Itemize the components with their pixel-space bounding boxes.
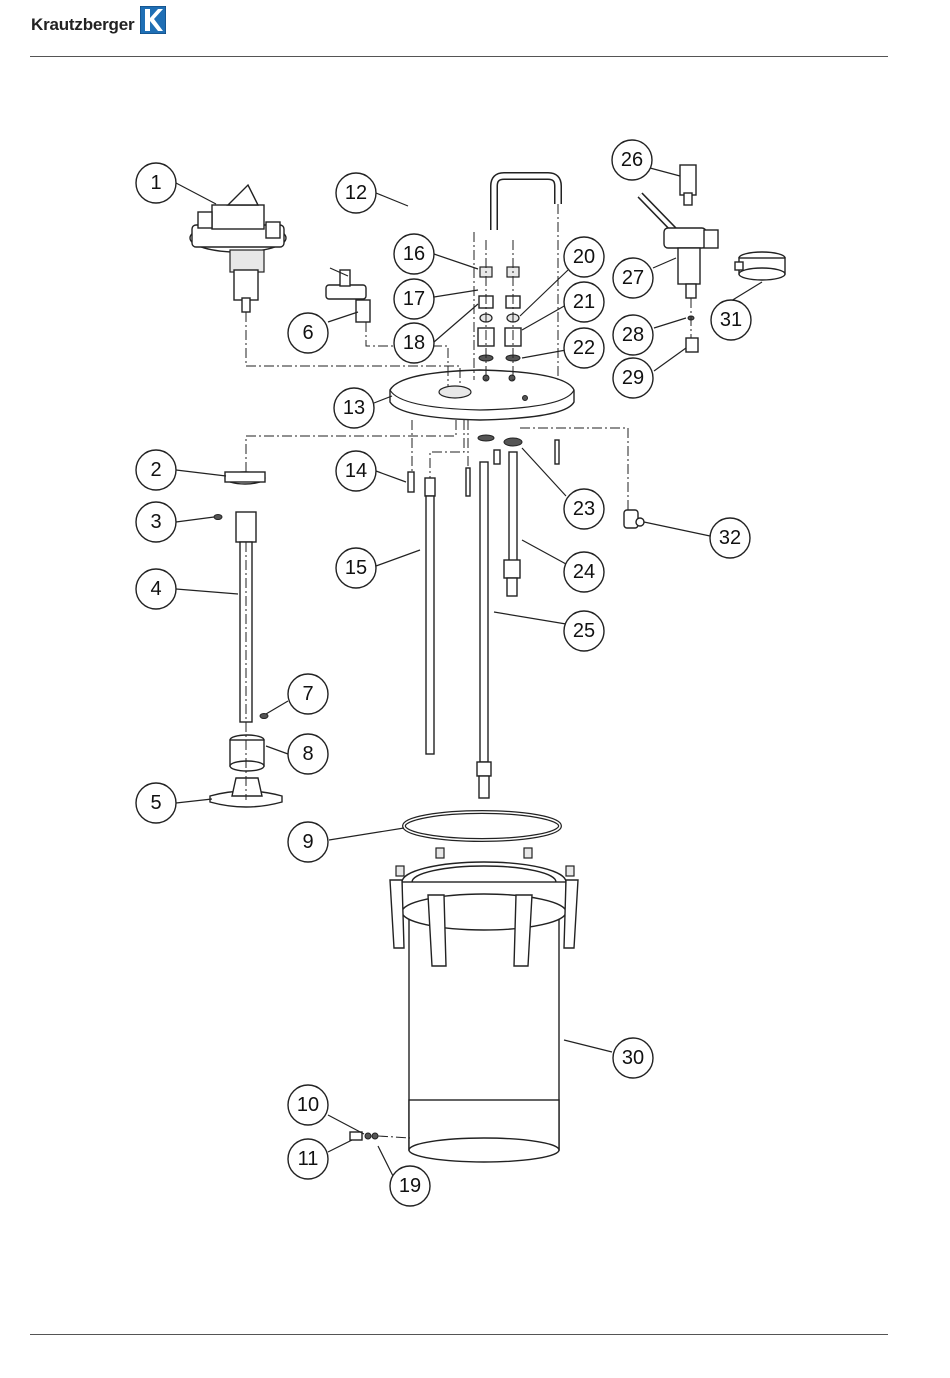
svg-text:18: 18 (403, 332, 425, 354)
svg-text:14: 14 (345, 460, 367, 482)
svg-text:22: 22 (573, 337, 595, 359)
part-1-regulator (190, 185, 286, 312)
svg-text:31: 31 (720, 309, 742, 331)
svg-text:32: 32 (719, 527, 741, 549)
callout-6: 6 (288, 313, 328, 353)
part-13-lid (390, 370, 574, 420)
svg-text:15: 15 (345, 557, 367, 579)
callout-26: 26 (612, 140, 652, 180)
callout-10: 10 (288, 1085, 328, 1125)
svg-text:19: 19 (399, 1175, 421, 1197)
callout-13: 13 (334, 388, 374, 428)
svg-text:21: 21 (573, 291, 595, 313)
callout-28: 28 (613, 315, 653, 355)
callout-22: 22 (564, 328, 604, 368)
callout-31: 31 (711, 300, 751, 340)
svg-text:25: 25 (573, 620, 595, 642)
svg-text:11: 11 (298, 1148, 319, 1170)
callout-11: 11 (288, 1139, 328, 1179)
callout-7: 7 (288, 674, 328, 714)
svg-text:5: 5 (150, 792, 161, 814)
part-12-tubes (410, 176, 558, 232)
callout-9: 9 (288, 822, 328, 862)
svg-text:29: 29 (622, 367, 644, 389)
callout-1: 1 (136, 163, 176, 203)
svg-text:2: 2 (150, 459, 161, 481)
svg-text:26: 26 (621, 149, 643, 171)
callout-19: 19 (390, 1166, 430, 1206)
callout-2: 2 (136, 450, 176, 490)
callout-16: 16 (394, 234, 434, 274)
part-32-elbow (624, 510, 644, 528)
callout-24: 24 (564, 552, 604, 592)
callout-23: 23 (564, 489, 604, 529)
svg-text:23: 23 (573, 498, 595, 520)
part-30-tank (390, 848, 578, 1162)
callout-27: 27 (613, 258, 653, 298)
callout-3: 3 (136, 502, 176, 542)
callout-30: 30 (613, 1038, 653, 1078)
callout-15: 15 (336, 548, 376, 588)
callout-18: 18 (394, 323, 434, 363)
part-6-valve (326, 268, 370, 322)
callout-21: 21 (564, 282, 604, 322)
callout-12: 12 (336, 173, 376, 213)
svg-text:27: 27 (622, 267, 644, 289)
callout-20: 20 (564, 237, 604, 277)
callout-29: 29 (613, 358, 653, 398)
svg-text:30: 30 (622, 1047, 644, 1069)
svg-text:16: 16 (403, 243, 425, 265)
callout-17: 17 (394, 279, 434, 319)
part-31-gauge (735, 252, 785, 280)
svg-text:3: 3 (150, 511, 161, 533)
fittings-stack (478, 267, 521, 361)
svg-text:10: 10 (297, 1094, 319, 1116)
callout-32: 32 (710, 518, 750, 558)
part-14-15-24-25-tubes (408, 435, 559, 798)
svg-text:17: 17 (403, 288, 425, 310)
svg-text:12: 12 (345, 182, 367, 204)
svg-text:7: 7 (302, 683, 313, 705)
svg-text:1: 1 (150, 172, 161, 194)
part-8-sleeve (230, 735, 264, 771)
svg-text:13: 13 (343, 397, 365, 419)
callout-5: 5 (136, 783, 176, 823)
svg-text:24: 24 (573, 561, 595, 583)
svg-text:20: 20 (573, 246, 595, 268)
callout-4: 4 (136, 569, 176, 609)
svg-text:28: 28 (622, 324, 644, 346)
part-28-29-fittings (686, 316, 698, 352)
svg-text:8: 8 (302, 743, 313, 765)
callout-8: 8 (288, 734, 328, 774)
svg-text:4: 4 (150, 578, 161, 600)
callout-25: 25 (564, 611, 604, 651)
svg-text:6: 6 (302, 322, 313, 344)
svg-text:9: 9 (302, 831, 313, 853)
callout-14: 14 (336, 451, 376, 491)
part-9-gasket (404, 812, 560, 840)
part-2-3-4-dip-pipe (214, 472, 268, 722)
part-10-11-19-fittings (350, 1132, 378, 1140)
